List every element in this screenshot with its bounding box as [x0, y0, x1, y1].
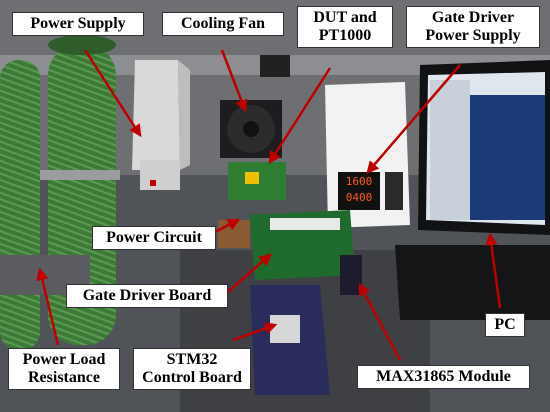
label-power-load-resistance: Power Load Resistance	[8, 348, 120, 390]
instrument-display: 1600 0400	[339, 174, 379, 206]
stm32-board-unit	[250, 285, 330, 395]
label-gate-driver-power-supply: Gate Driver Power Supply	[406, 6, 540, 48]
arrow-cooling-fan	[220, 49, 248, 113]
gate-driver-board-unit	[250, 210, 355, 280]
label-pc: PC	[485, 313, 525, 337]
power-supply-unit	[132, 60, 190, 190]
power-circuit-board	[218, 220, 250, 248]
pc-monitor	[418, 60, 550, 235]
arrow-pc	[485, 232, 502, 309]
arrow-power-supply	[83, 49, 142, 138]
cooling-fan-unit	[220, 55, 290, 158]
arrow-gate-driver-ps	[366, 64, 461, 174]
arrow-dut	[268, 67, 332, 165]
gate-driver-power-supply-unit	[325, 82, 410, 228]
label-stm32-control-board: STM32 Control Board	[133, 348, 251, 390]
label-power-supply: Power Supply	[12, 12, 144, 36]
label-max31865-module: MAX31865 Module	[357, 365, 530, 389]
dut-board	[228, 162, 286, 200]
arrow-max-module	[358, 282, 402, 361]
label-cooling-fan: Cooling Fan	[162, 12, 284, 36]
label-power-circuit: Power Circuit	[92, 226, 216, 250]
display-line-1: 1600	[345, 175, 373, 188]
label-dut-pt1000: DUT and PT1000	[297, 6, 393, 48]
arrow-power-circuit	[214, 218, 241, 234]
display-line-2: 0400	[345, 191, 373, 204]
arrow-gate-driver-board	[227, 253, 272, 293]
label-gate-driver-board: Gate Driver Board	[66, 284, 228, 308]
arrow-power-load	[36, 267, 60, 346]
arrow-stm32	[232, 322, 278, 342]
keyboard	[395, 245, 550, 320]
max31865-board	[340, 255, 362, 295]
callout-arrows	[36, 49, 502, 361]
